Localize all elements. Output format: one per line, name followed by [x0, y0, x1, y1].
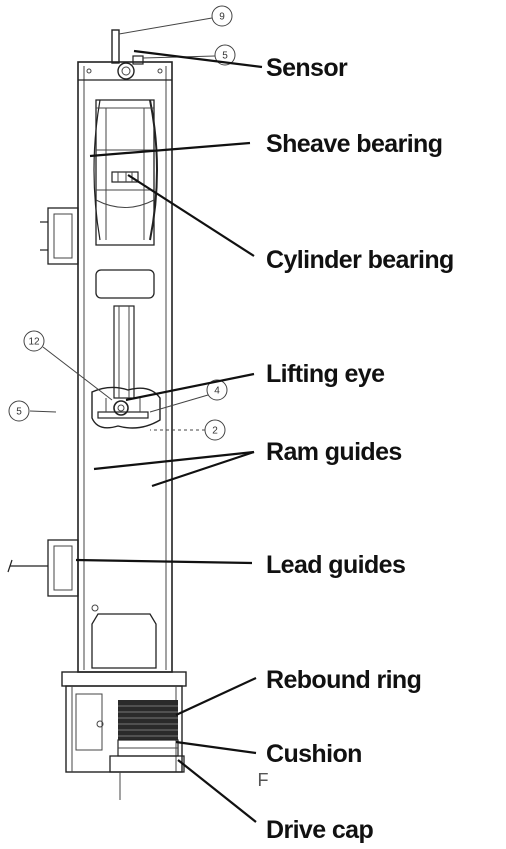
lower-side-lug — [7, 539, 79, 597]
svg-text:9: 9 — [219, 12, 225, 23]
label-cylinder-bearing: Cylinder bearing — [266, 246, 454, 274]
label-ram-guides: Ram guides — [266, 438, 402, 466]
label-sensor: Sensor — [266, 54, 348, 82]
ram-guides-leader-a — [93, 450, 255, 471]
callout-9: 9 — [118, 5, 233, 35]
part-labels: Sensor Sheave bearing Cylinder bearing L… — [266, 54, 454, 844]
svg-text:2: 2 — [212, 426, 218, 437]
lifting-eye-leader — [125, 372, 255, 402]
callout-12: 12 — [23, 330, 113, 401]
lead-guides-leader — [75, 558, 253, 565]
f-mark: F — [258, 770, 269, 790]
lower-window — [91, 604, 157, 669]
label-lifting-eye: Lifting eye — [266, 360, 385, 388]
label-lead-guides: Lead guides — [266, 551, 405, 579]
rebound-ring-leader — [175, 677, 257, 716]
drive-cap-leader — [177, 759, 257, 823]
callout-2: 2 — [150, 419, 226, 441]
ram-rod — [113, 305, 135, 399]
callout-4: 4 — [149, 379, 228, 413]
label-rebound-ring: Rebound ring — [266, 666, 421, 694]
leader-lines — [75, 49, 263, 823]
sheave-bearing-leader — [89, 141, 251, 158]
sensor-leader — [133, 49, 263, 69]
label-drive-cap: Drive cap — [266, 816, 373, 844]
svg-text:4: 4 — [214, 386, 220, 397]
cylinder-bearing-leader — [127, 174, 255, 257]
housing-window — [95, 269, 155, 299]
label-sheave-bearing: Sheave bearing — [266, 130, 442, 158]
hammer-housing — [77, 29, 173, 673]
svg-text:5: 5 — [222, 51, 228, 62]
svg-text:12: 12 — [28, 337, 40, 348]
sheave-assembly — [93, 99, 158, 246]
label-cushion: Cushion — [266, 740, 362, 768]
upper-side-lug — [40, 207, 79, 265]
cushion-leader — [175, 740, 257, 755]
callout-5-left: 5 — [8, 400, 57, 422]
ram-guides-leader-b — [151, 450, 255, 488]
drive-assembly — [61, 671, 187, 800]
lifting-eye-detail — [91, 386, 161, 429]
svg-text:5: 5 — [16, 407, 22, 418]
